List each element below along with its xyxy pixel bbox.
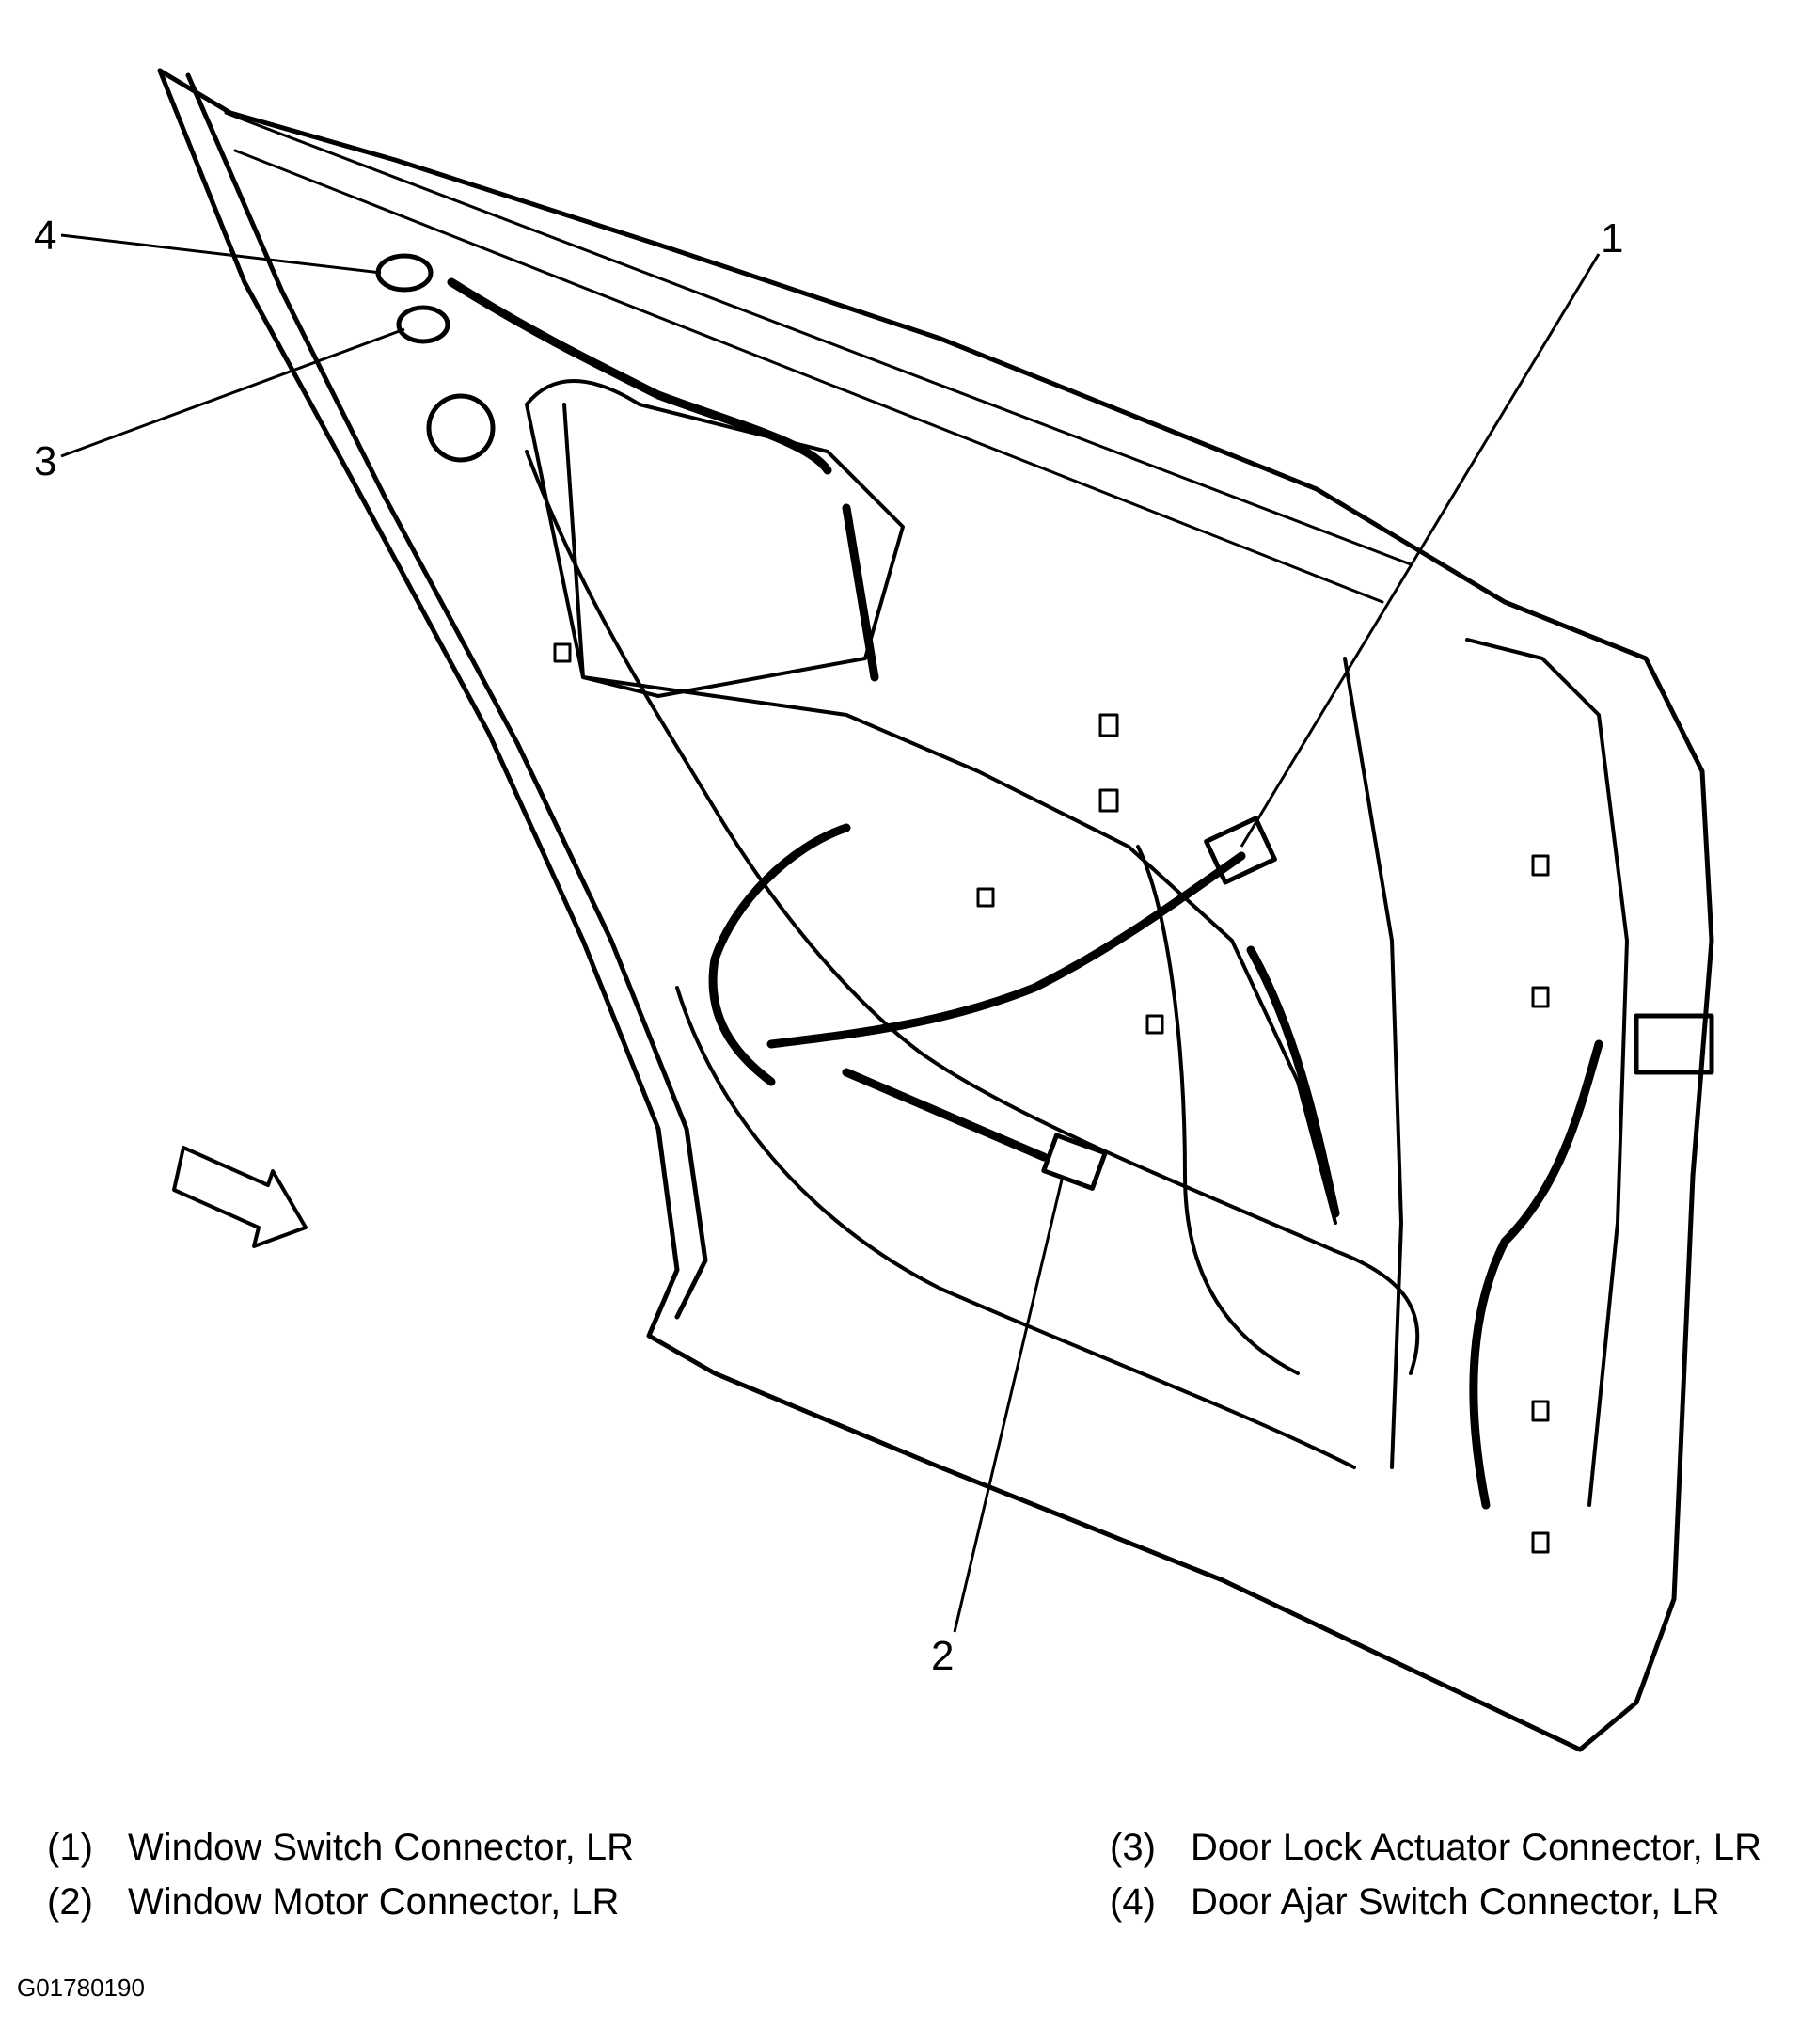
callout-2: 2	[931, 1633, 954, 1679]
wiring-harness	[447, 277, 1603, 1510]
door-lock-actuator-connector	[396, 305, 450, 344]
legend-number: (1)	[47, 1827, 93, 1868]
door-harness-plug	[1634, 1013, 1714, 1075]
callout-3: 3	[34, 438, 56, 484]
callout-2-leader	[953, 1175, 1065, 1633]
window-motor-connector	[1041, 1133, 1108, 1191]
callout-1: 1	[1601, 215, 1623, 261]
callout-4-leader	[60, 233, 382, 275]
legend-item-1: (1) Window Switch Connector, LR	[47, 1825, 634, 1870]
door-grommet	[426, 393, 496, 463]
legend-number: (3)	[1110, 1827, 1156, 1868]
figure-id: G01780190	[17, 1973, 145, 2002]
legend-text: Window Switch Connector, LR	[128, 1827, 635, 1868]
legend-item-3: (3) Door Lock Actuator Connector, LR	[1110, 1825, 1761, 1870]
front-direction-arrow	[172, 1146, 308, 1248]
legend-text: Door Lock Actuator Connector, LR	[1191, 1827, 1761, 1868]
legend-item-2: (2) Window Motor Connector, LR	[47, 1879, 619, 1925]
window-switch-connector	[1204, 816, 1277, 885]
inner-panel	[525, 379, 1629, 1507]
callout-3-leader	[60, 327, 405, 458]
legend-item-4: (4) Door Ajar Switch Connector, LR	[1110, 1879, 1719, 1925]
legend-text: Window Motor Connector, LR	[128, 1881, 620, 1923]
legend-number: (2)	[47, 1881, 93, 1923]
callout-1-leader	[1240, 253, 1601, 848]
callout-4: 4	[34, 213, 56, 259]
legend-number: (4)	[1110, 1881, 1156, 1923]
door-wiring-diagram: 1 2 3 4	[34, 68, 1714, 1752]
door-ajar-switch-connector	[375, 253, 434, 293]
mounting-holes	[553, 642, 1550, 1554]
legend-text: Door Ajar Switch Connector, LR	[1191, 1881, 1720, 1923]
door-outline	[157, 68, 1714, 1752]
